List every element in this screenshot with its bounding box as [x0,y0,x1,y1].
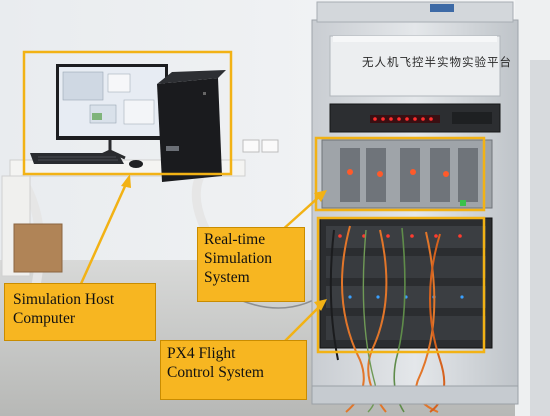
arrow-head-realtime [314,190,327,202]
rack-top-item [430,4,454,12]
led [405,117,409,121]
label-line: Control System [167,364,264,381]
wall-socket [261,139,279,153]
rack-base [311,385,519,405]
screen-window [62,71,104,101]
led [381,117,385,121]
label-line: Real-time [204,231,266,248]
screen-highlight [92,113,102,120]
screen-window [123,99,155,125]
pc-tower-light [203,92,206,95]
dark-cable [329,229,339,361]
led [397,117,401,121]
callout-frame-px4 [316,216,486,354]
px4-led [386,234,390,238]
io-card [430,148,450,202]
pc-tower-top [157,70,226,84]
px4-led [460,295,464,299]
label-line: Simulation Host [13,291,115,308]
px4-led [348,295,352,299]
pc-tower [157,78,222,182]
arrow-line-host [78,183,128,287]
px4-led [410,234,414,238]
io-card [366,148,386,202]
callout-frame-realtime [314,136,486,212]
callout-frame-host [22,50,233,176]
led [421,117,425,121]
wall-socket [242,139,260,153]
arrow-head-host [121,174,131,188]
label-px4-flight-control-system: PX4 Flight Control System [160,340,307,400]
card-indicator [460,200,466,206]
card-led [347,169,353,175]
label-line: Computer [13,310,75,327]
control-unit-panel [452,112,492,124]
rack-top [316,1,514,23]
rack-header-stripe [333,36,497,42]
rack-header-panel [329,35,501,97]
rack-title: 无人机飞控半实物实验平台 [362,55,512,69]
pc-tower-badge [166,146,179,151]
label-line: System [204,269,250,286]
arrow-line-realtime [279,195,321,233]
card-led [410,169,416,175]
px4-led [434,234,438,238]
mouse [129,160,143,168]
px4-led [338,234,342,238]
arrow-line-px4 [279,305,321,347]
led [429,117,433,121]
control-unit-display [370,115,440,123]
label-line: PX4 Flight [167,345,236,362]
label-line: Simulation [204,250,273,267]
label-simulation-host-computer: Simulation Host Computer [4,283,156,341]
card-led [377,171,383,177]
px4-led [376,295,380,299]
io-card [400,148,420,202]
px4-module [326,316,486,340]
right-wall-post [530,60,550,416]
px4-module [326,256,486,278]
px4-led [458,234,462,238]
led [413,117,417,121]
label-realtime-simulation-system: Real-time Simulation System [197,227,305,302]
arrow-head-px4 [314,299,327,311]
keyboard [30,153,124,164]
led [373,117,377,121]
screen-window [107,73,131,93]
led [389,117,393,121]
io-card [458,148,478,202]
cardboard-box [13,223,63,273]
card-led [443,171,449,177]
